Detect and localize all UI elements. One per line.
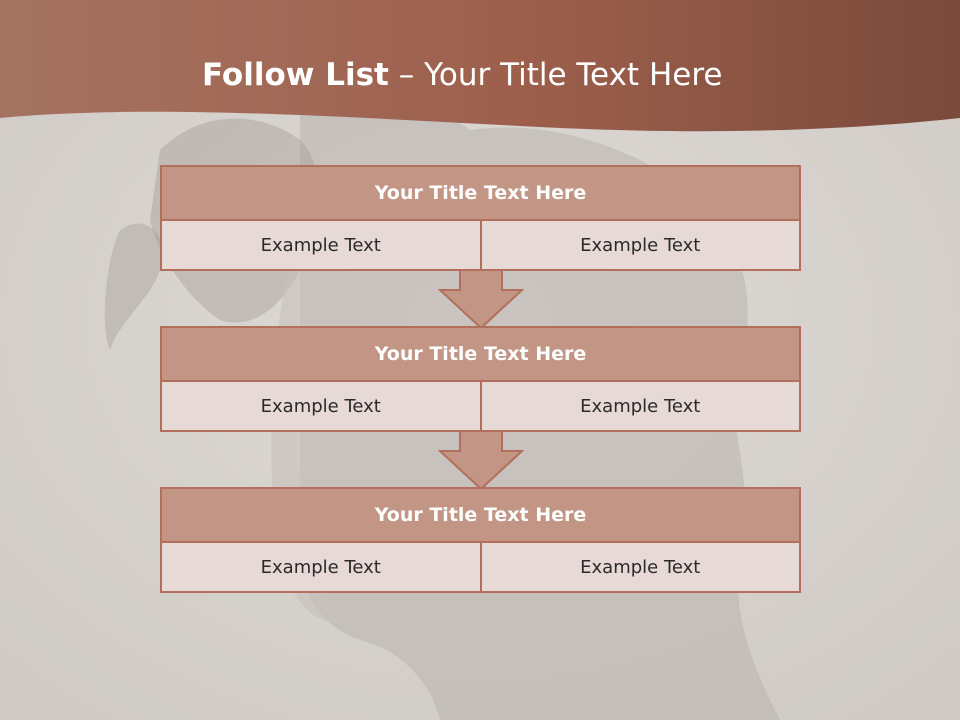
step-block-3: Your Title Text Here Example Text Exampl… <box>160 487 801 593</box>
step-row-3: Example Text Example Text <box>160 543 801 593</box>
step-row-2: Example Text Example Text <box>160 382 801 432</box>
step-2-left-text: Example Text <box>160 382 482 432</box>
step-3-left-text: Example Text <box>160 543 482 593</box>
step-2-right-text: Example Text <box>481 382 801 432</box>
step-3-right-text: Example Text <box>481 543 801 593</box>
header-band <box>0 0 960 132</box>
step-title-3: Your Title Text Here <box>160 487 801 543</box>
step-row-1: Example Text Example Text <box>160 221 801 271</box>
slide-title: Follow List – Your Title Text Here <box>0 52 960 98</box>
step-block-1: Your Title Text Here Example Text Exampl… <box>160 165 801 271</box>
step-block-2: Your Title Text Here Example Text Exampl… <box>160 326 801 432</box>
step-title-1: Your Title Text Here <box>160 165 801 221</box>
down-arrow-icon <box>438 270 524 330</box>
step-title-2: Your Title Text Here <box>160 326 801 382</box>
slide-title-rest: – Your Title Text Here <box>388 57 723 93</box>
step-1-right-text: Example Text <box>481 221 801 271</box>
step-1-left-text: Example Text <box>160 221 482 271</box>
down-arrow-icon <box>438 431 524 491</box>
slide-title-bold: Follow List <box>202 57 389 93</box>
